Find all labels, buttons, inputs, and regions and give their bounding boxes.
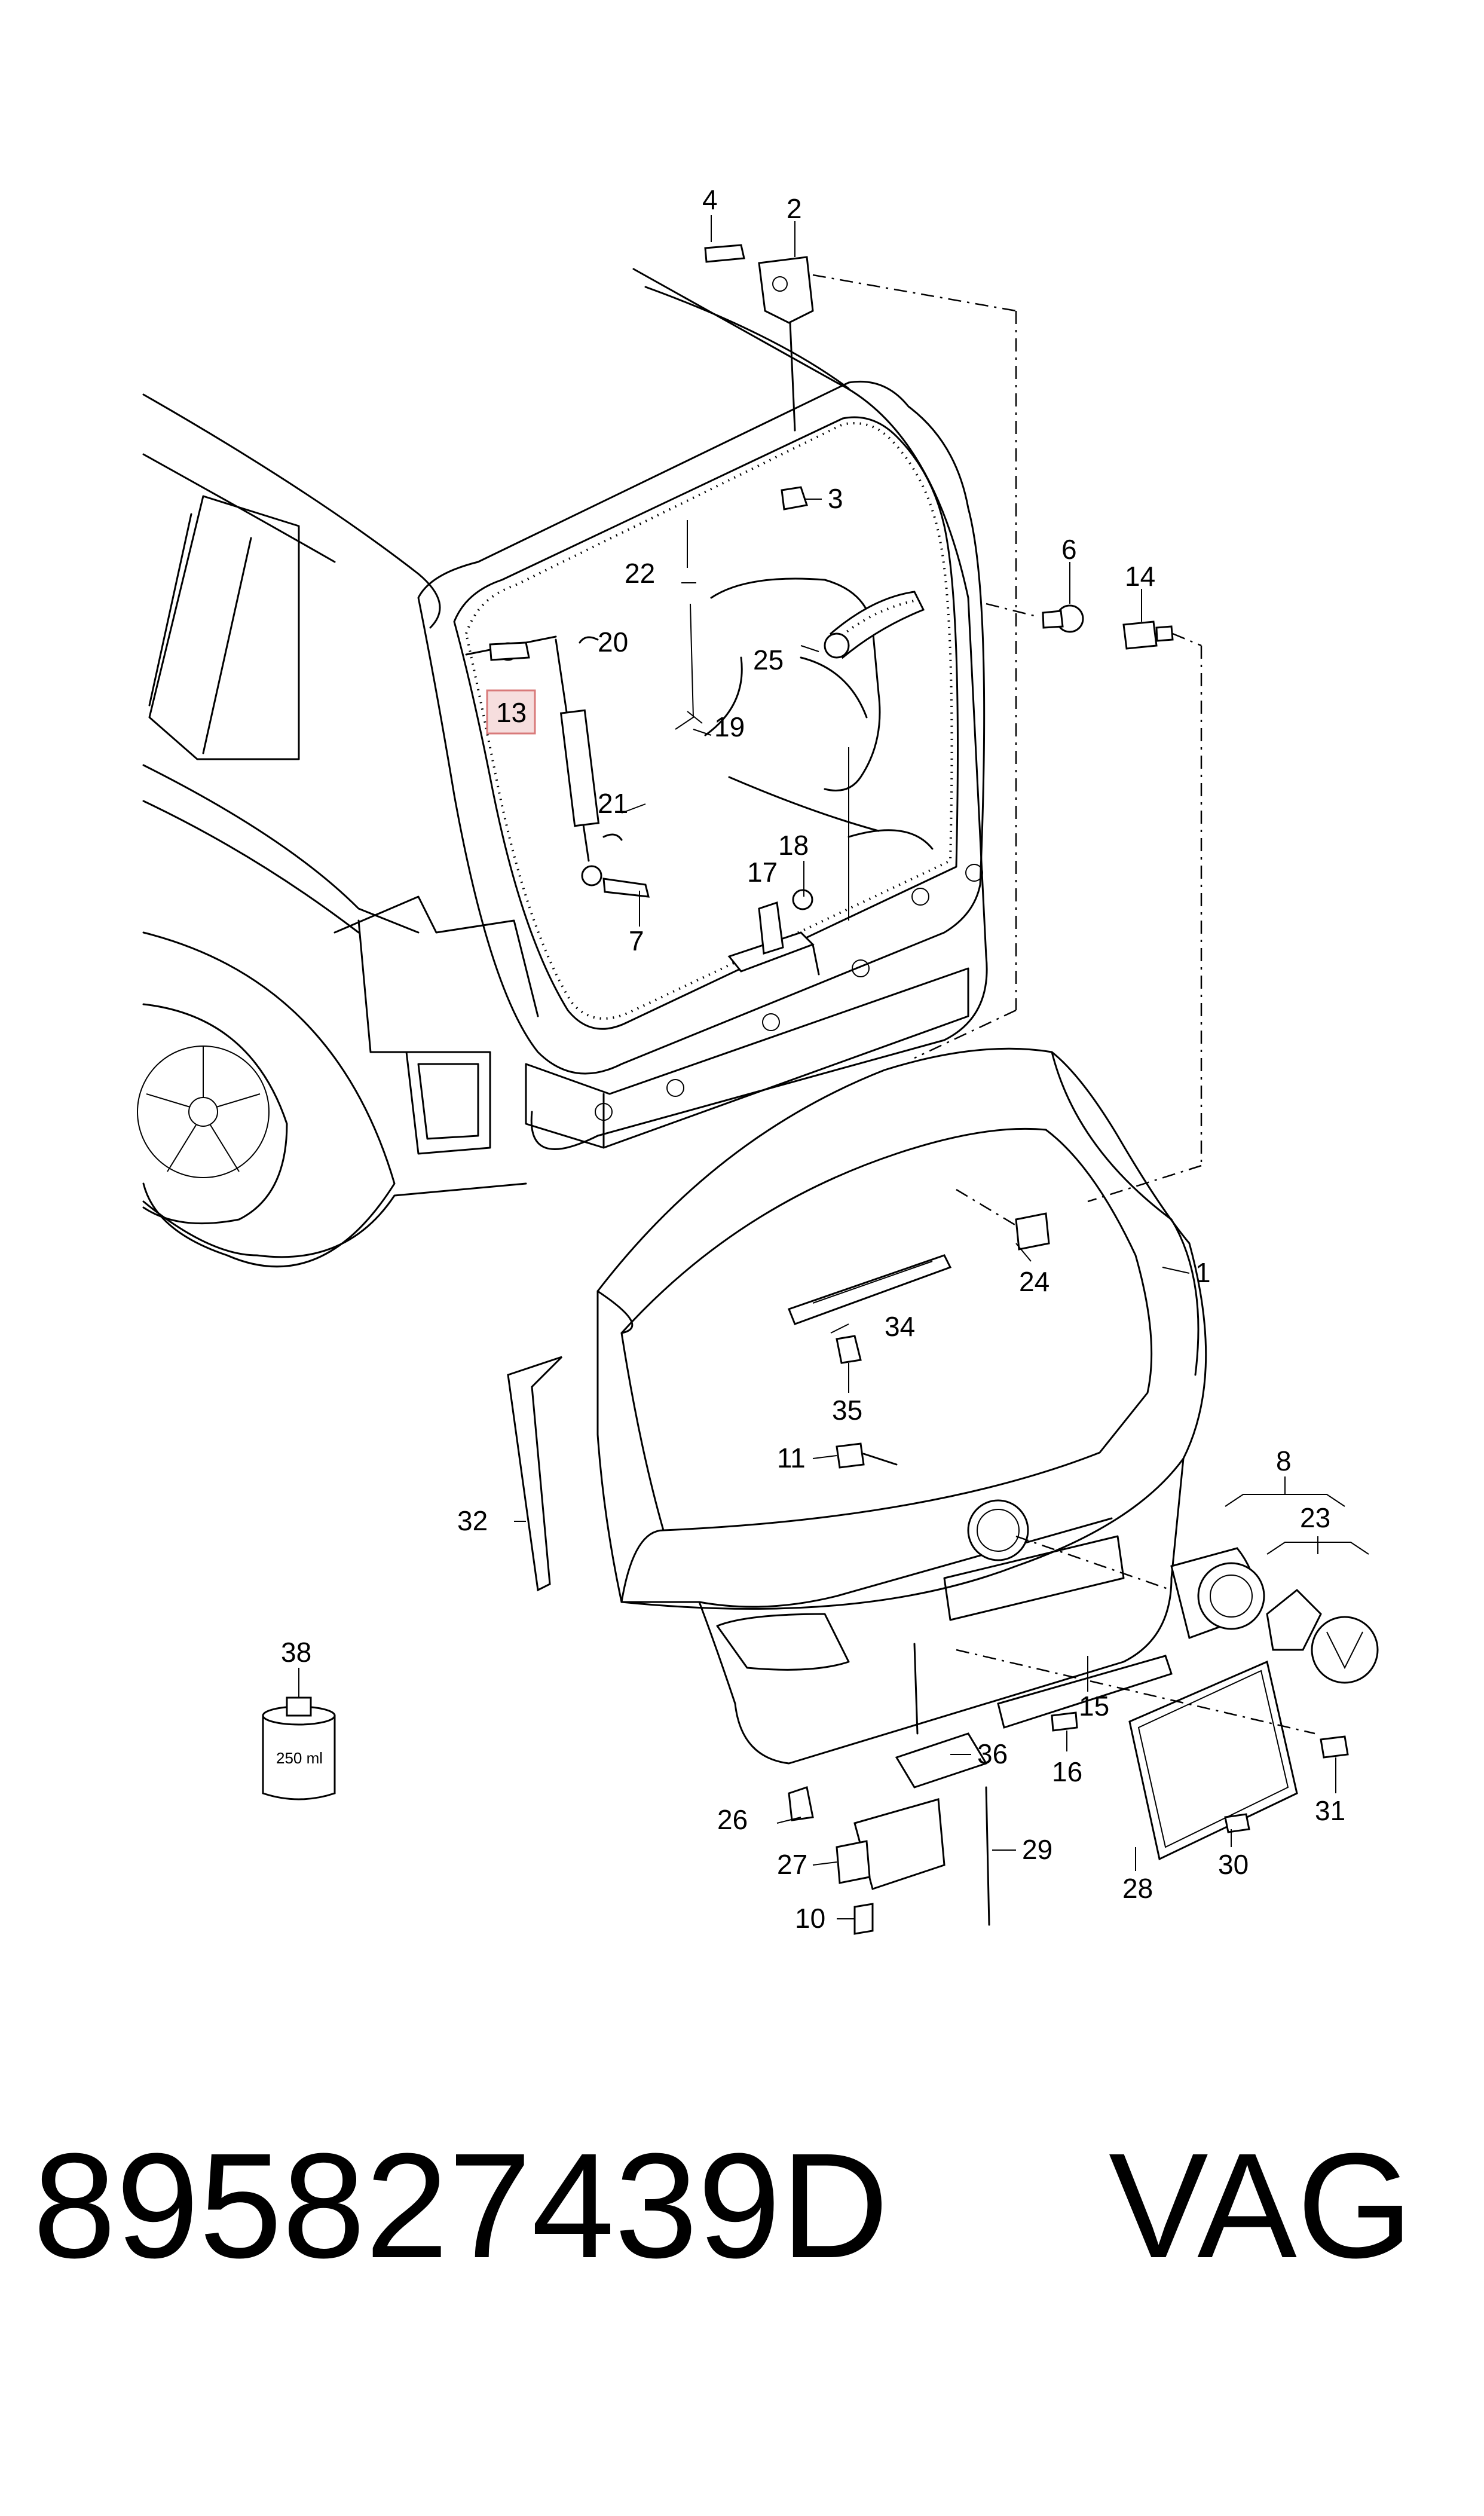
- callout-36: 36: [977, 1738, 1008, 1769]
- bottle-volume-label: 250 ml: [276, 1749, 323, 1767]
- gas-strut: [465, 635, 650, 898]
- callout-32: 32: [457, 1505, 488, 1536]
- callout-20: 20: [598, 626, 628, 658]
- high-mount-brake-light: [788, 1188, 1050, 1364]
- lock-bracket: [727, 889, 820, 976]
- stop-buffers: [986, 603, 1203, 1203]
- callout-18: 18: [778, 830, 809, 861]
- callout-38: 38: [281, 1637, 311, 1668]
- lower-components: [788, 1643, 990, 1935]
- callout-1: 1: [1195, 1257, 1211, 1288]
- callout-13: 13: [496, 697, 527, 728]
- callout-3: 3: [828, 483, 843, 514]
- callout-8: 8: [1276, 1445, 1292, 1476]
- tailgate-screw: [836, 1442, 898, 1469]
- footer: 895827439D VAG: [0, 2128, 1484, 2283]
- callout-10: 10: [795, 1903, 825, 1934]
- callout-14: 14: [1125, 561, 1155, 592]
- callout-23: 23: [1300, 1502, 1330, 1533]
- callout-24: 24: [1019, 1266, 1049, 1297]
- callout-22: 22: [625, 558, 655, 589]
- callout-25: 25: [753, 644, 784, 675]
- callout-35: 35: [832, 1395, 862, 1426]
- callout-6: 6: [1061, 534, 1077, 565]
- callout-26: 26: [717, 1804, 748, 1835]
- callout-17: 17: [747, 857, 778, 888]
- callout-11: 11: [777, 1442, 806, 1473]
- rear-handle-camera: [1015, 1535, 1379, 1684]
- license-plate-area: [956, 1649, 1349, 1861]
- wiring-harness: [824, 591, 925, 659]
- tailgate-illustration: [596, 1047, 1207, 1765]
- callout-28: 28: [1122, 1873, 1153, 1904]
- callout-34: 34: [885, 1311, 915, 1342]
- hinge-assembly: [704, 244, 1017, 1059]
- callout-7: 7: [629, 925, 644, 956]
- callout-30: 30: [1218, 1849, 1249, 1880]
- callout-29: 29: [1022, 1834, 1052, 1865]
- callout-4: 4: [702, 184, 718, 215]
- highlight-box-part-13: [486, 689, 536, 735]
- callout-31: 31: [1315, 1795, 1345, 1826]
- callout-27: 27: [777, 1849, 807, 1880]
- part-number: 895827439D: [33, 2122, 889, 2289]
- callout-16: 16: [1052, 1756, 1082, 1787]
- callout-21: 21: [598, 788, 628, 819]
- callout-15: 15: [1079, 1690, 1109, 1722]
- car-body-illustration: [137, 268, 988, 1268]
- callout-labels: 4 2 3 6 14 22 20 25 13 19 21 18 17 7 1 2…: [281, 184, 1345, 1934]
- callout-2: 2: [787, 193, 802, 224]
- callout-19: 19: [714, 711, 745, 742]
- side-trim-panel: [507, 1356, 563, 1592]
- callout-leader-lines: [298, 215, 1369, 1919]
- brand-name: VAG: [1109, 2122, 1413, 2289]
- adhesive-bottle: 250 ml: [262, 1696, 336, 1800]
